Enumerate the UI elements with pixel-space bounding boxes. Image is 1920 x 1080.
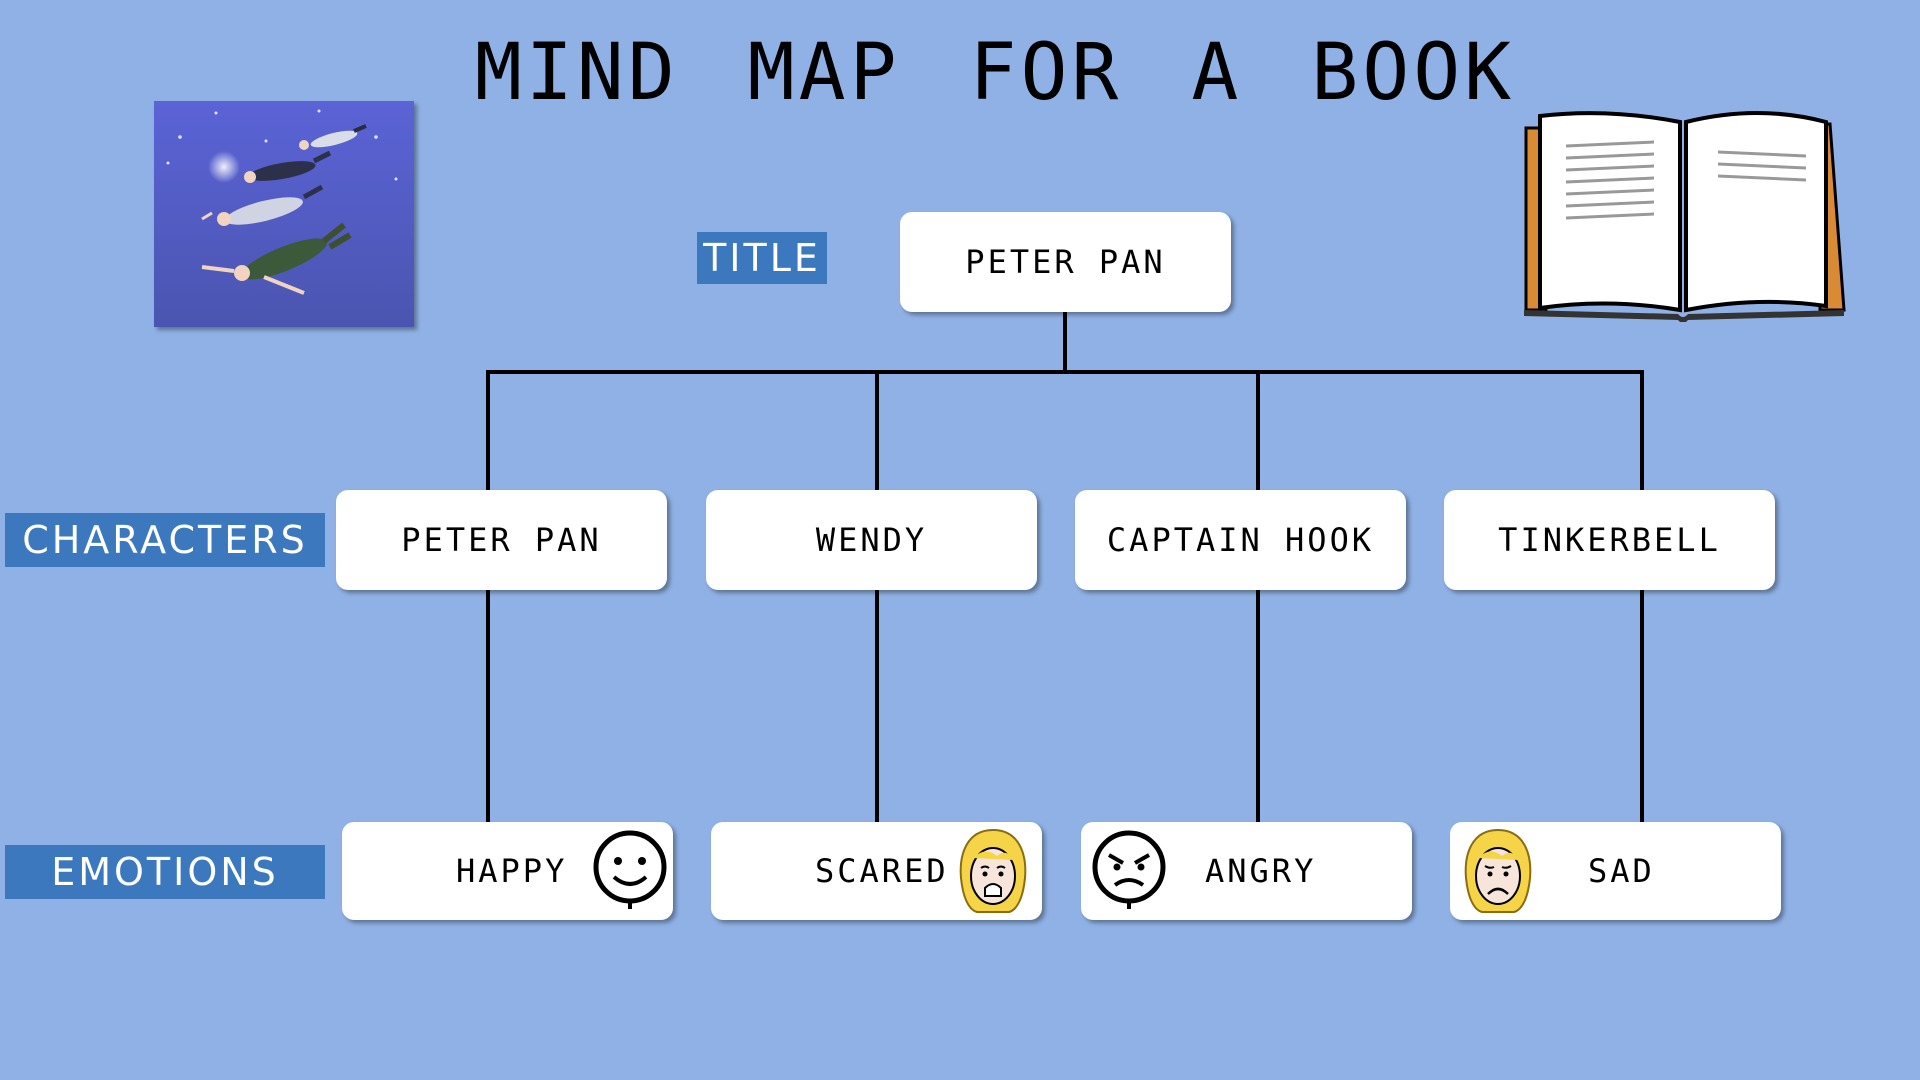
scared-girl-face-icon bbox=[955, 826, 1031, 924]
emotion-node: SCARED bbox=[711, 822, 1042, 920]
page-title: MIND MAP FOR A BOOK bbox=[474, 28, 1516, 118]
emotion-label: SCARED bbox=[815, 852, 949, 890]
emotion-label: HAPPY bbox=[456, 852, 568, 890]
open-book-icon bbox=[1518, 110, 1848, 323]
angry-face-icon bbox=[1089, 829, 1169, 919]
title-row-label: TITLE bbox=[697, 232, 827, 284]
character-node: TINKERBELL bbox=[1444, 490, 1775, 590]
sad-girl-face-icon bbox=[1460, 826, 1536, 924]
characters-row-label: CHARACTERS bbox=[5, 513, 325, 567]
character-node: CAPTAIN HOOK bbox=[1075, 490, 1406, 590]
emotions-row-label: EMOTIONS bbox=[5, 845, 325, 899]
happy-face-icon bbox=[592, 829, 668, 919]
emotion-label: SAD bbox=[1588, 852, 1655, 890]
book-title-node: PETER PAN bbox=[900, 212, 1231, 312]
emotion-node: ANGRY bbox=[1081, 822, 1412, 920]
character-node: WENDY bbox=[706, 490, 1037, 590]
flying-children-illustration bbox=[154, 101, 414, 327]
emotion-node: SAD bbox=[1450, 822, 1781, 920]
emotion-label: ANGRY bbox=[1205, 852, 1317, 890]
emotion-node: HAPPY bbox=[342, 822, 673, 920]
character-node: PETER PAN bbox=[336, 490, 667, 590]
